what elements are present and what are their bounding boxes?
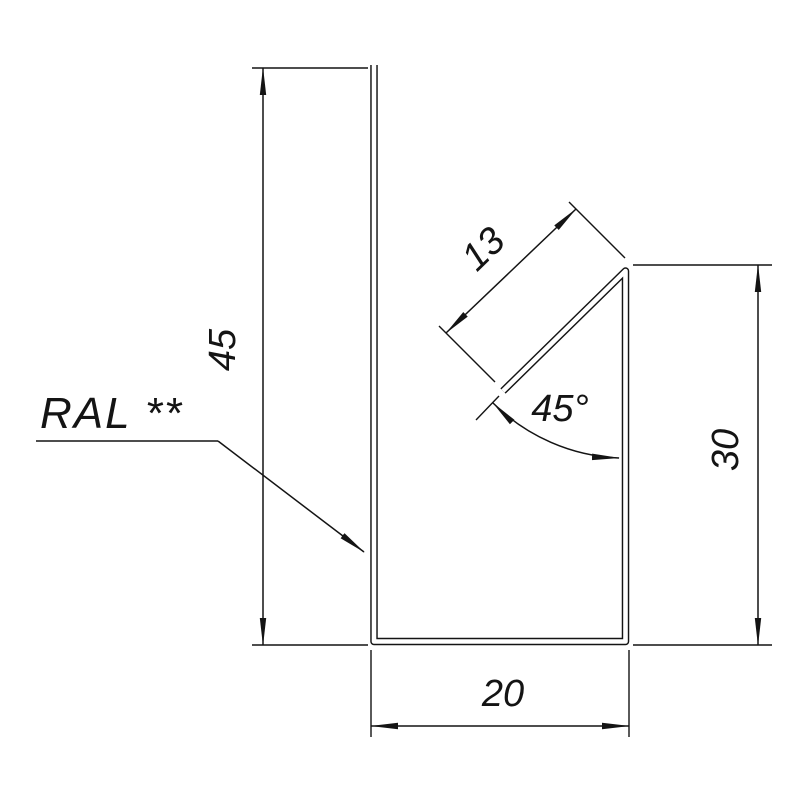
dimension-value-45: 45 <box>202 328 244 371</box>
dimension-bend-angle: 45° <box>475 388 620 461</box>
dimension-value-angle: 45° <box>531 388 588 430</box>
dimension-value-30: 30 <box>705 429 747 471</box>
dimension-flange-length: 13 <box>438 201 626 383</box>
callout-leader-line <box>217 440 365 553</box>
extension-line <box>438 325 496 383</box>
dimension-value-20: 20 <box>481 673 524 715</box>
dimension-height-left: 45 <box>202 67 368 646</box>
dimension-width-bottom: 20 <box>370 650 630 737</box>
flange-extension-line <box>475 395 500 421</box>
profile-sheet-core <box>371 65 628 644</box>
dimension-value-13: 13 <box>454 220 514 280</box>
profile-sheet-outline <box>370 65 630 646</box>
extension-line <box>568 201 626 259</box>
coating-callout: RAL ** <box>36 389 365 553</box>
dimension-line <box>445 208 577 334</box>
angle-arc <box>492 402 620 461</box>
dimension-height-right: 30 <box>633 264 772 646</box>
coating-label: RAL ** <box>40 389 183 438</box>
profile-section <box>370 65 630 646</box>
